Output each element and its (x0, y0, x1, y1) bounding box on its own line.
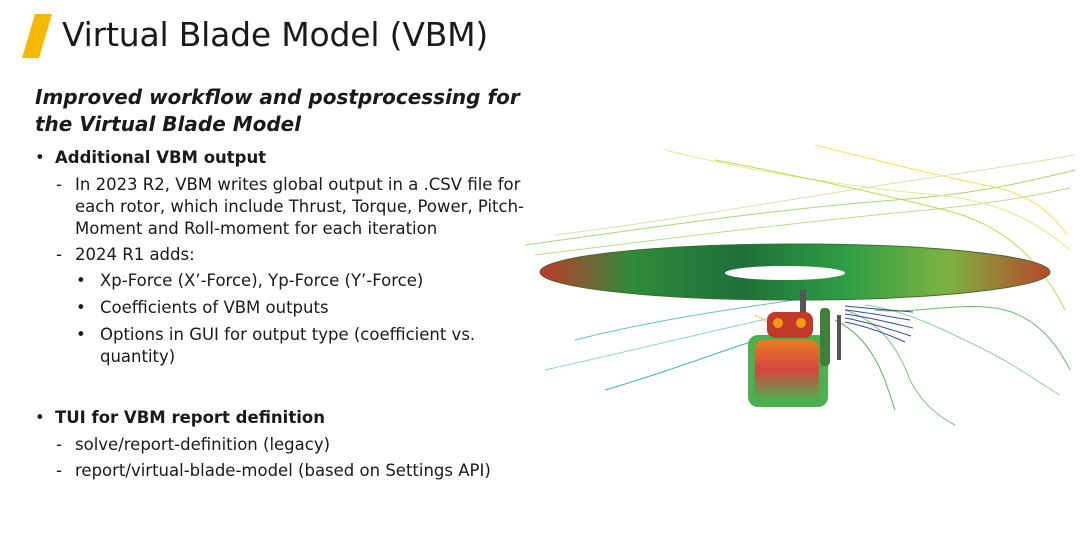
dash-item-2023-output: In 2023 R2, VBM writes global output in … (32, 174, 532, 240)
accent-bar-shape (22, 14, 52, 58)
sub-bullet-coefficients: Coefficients of VBM outputs (32, 297, 532, 319)
page-subtitle: Improved workflow and postprocessing for… (35, 85, 520, 136)
page-title: Virtual Blade Model (VBM) (62, 15, 489, 54)
blue-wake (844, 305, 914, 343)
sub-bullet-gui-options: Options in GUI for output type (coeffici… (32, 324, 532, 368)
dash-item-solve-report: solve/report-definition (legacy) (32, 434, 532, 456)
bullet-tui-report: TUI for VBM report definition (32, 406, 532, 430)
fuselage (748, 290, 841, 407)
dash-item-2024-adds: 2024 R1 adds: (32, 244, 532, 266)
rotor-simulation-image (524, 144, 1076, 426)
accent-bar (22, 14, 52, 58)
sub-bullet-forces: Xp-Force (X’-Force), Yp-Force (Y’-Force) (32, 270, 532, 292)
spacer (32, 373, 532, 406)
bullet-additional-output: Additional VBM output (32, 146, 532, 170)
rotor-hub-hole (725, 266, 845, 280)
dash-item-report-vbm: report/virtual-blade-model (based on Set… (32, 460, 532, 482)
bullet-list: Additional VBM output In 2023 R2, VBM wr… (32, 146, 532, 486)
